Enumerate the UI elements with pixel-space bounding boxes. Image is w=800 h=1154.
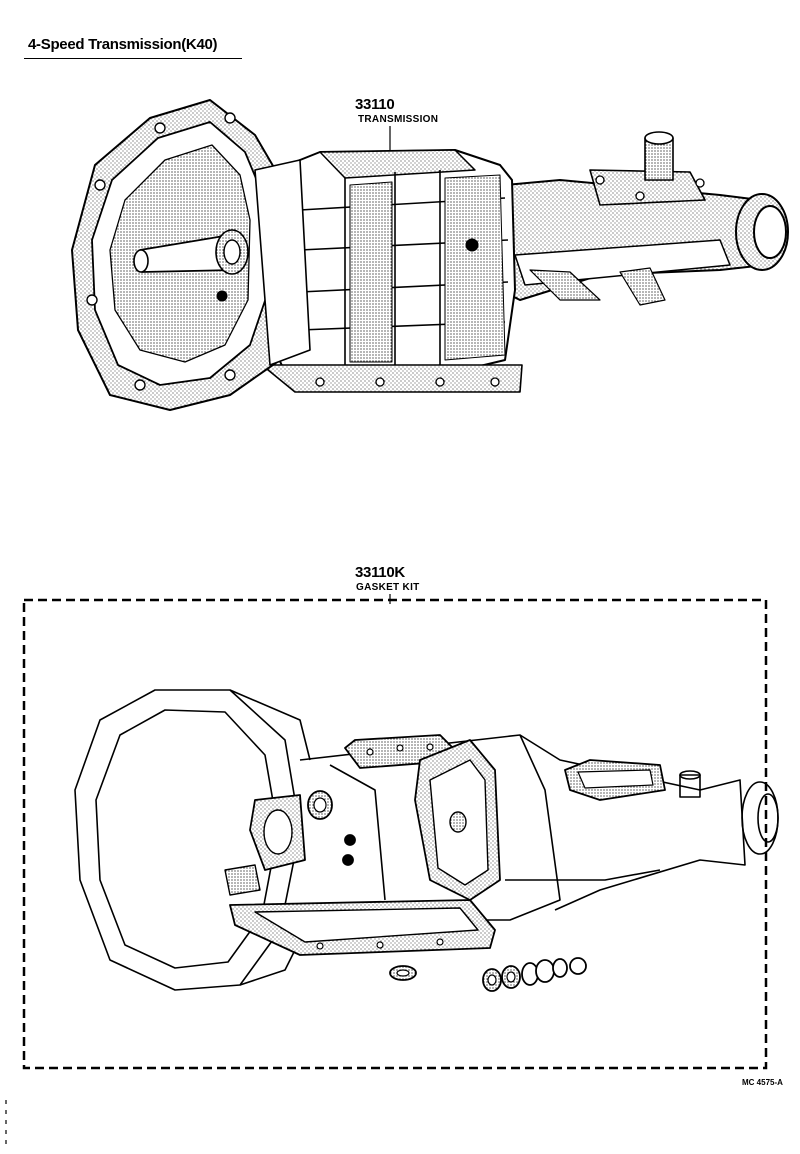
illustration-code: MC 4575-A bbox=[742, 1078, 783, 1087]
gasket-kit-parts[interactable] bbox=[224, 734, 666, 992]
transmission-assembly[interactable] bbox=[71, 99, 789, 411]
rear-seal-ring-5 bbox=[569, 957, 587, 975]
shift-lever-boss bbox=[644, 137, 674, 181]
top-cover bbox=[319, 149, 476, 179]
title-underline bbox=[24, 58, 242, 59]
rear-seal-ring-4 bbox=[552, 958, 568, 978]
diagram-title: 4-Speed Transmission(K40) bbox=[28, 36, 218, 53]
part-name-gasket-kit: GASKET KIT bbox=[356, 582, 420, 593]
bell-side-gasket bbox=[224, 864, 261, 896]
part-name-transmission: TRANSMISSION bbox=[358, 114, 439, 125]
rear-oil-seal bbox=[535, 959, 555, 983]
filler-plug-gasket bbox=[342, 854, 354, 866]
gasket-kit-boundary bbox=[22, 598, 768, 1070]
drain-plug-gasket bbox=[344, 834, 356, 846]
part-number-gasket-kit[interactable]: 33110K bbox=[355, 564, 405, 581]
case-flange bbox=[261, 364, 523, 393]
part-number-transmission[interactable]: 33110 bbox=[355, 96, 395, 113]
